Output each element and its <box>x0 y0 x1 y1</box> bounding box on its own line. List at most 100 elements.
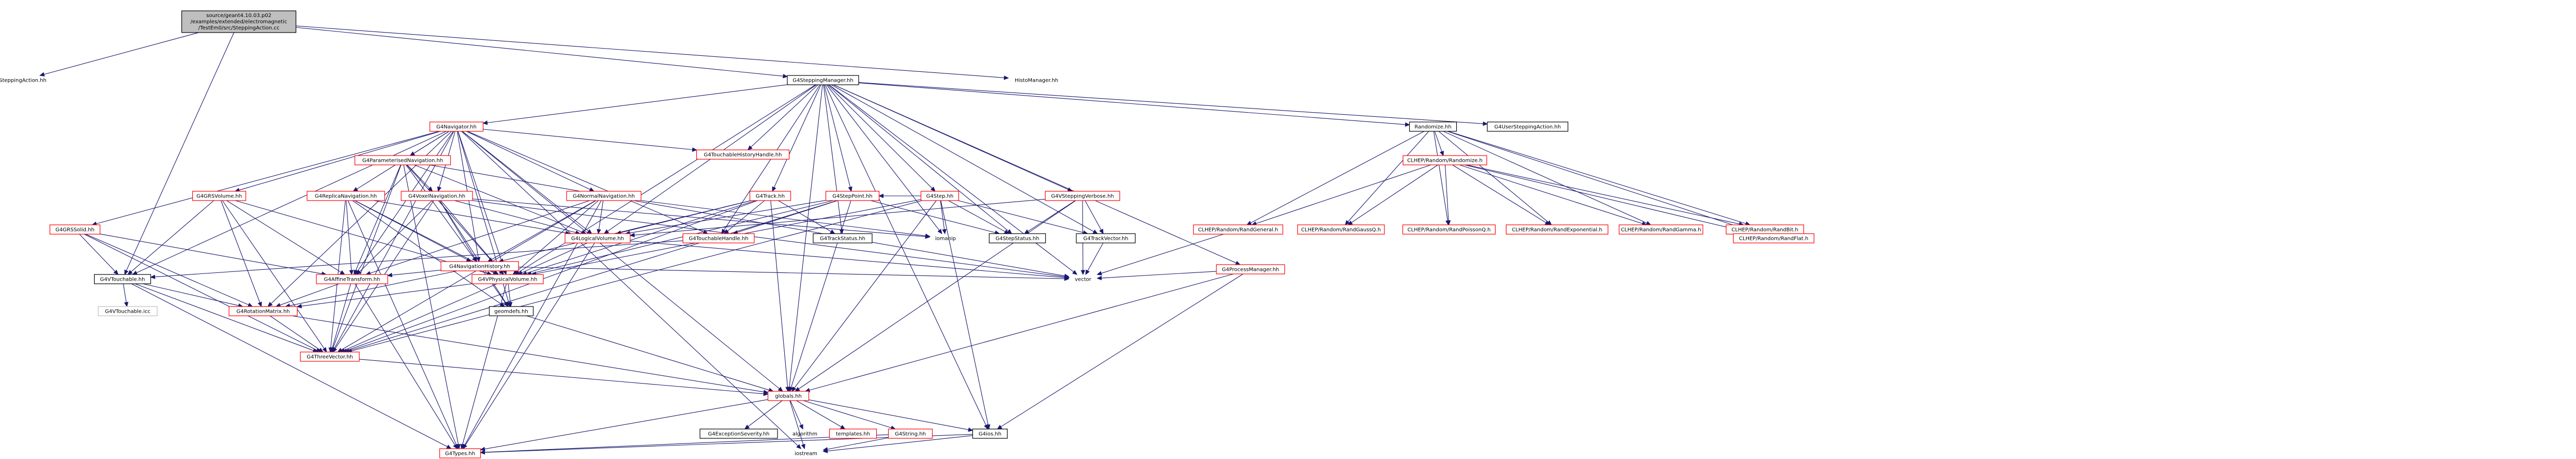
node-g4string-label: G4String.hh <box>895 432 926 437</box>
arrowhead-g4steppingmanager-to-vector <box>1072 270 1078 275</box>
node-root-box <box>181 10 297 33</box>
node-g4track[interactable]: G4Track.hh <box>749 191 791 201</box>
edge-g4step-to-iomanip <box>940 200 945 230</box>
node-g4touchablehistoryhandle[interactable]: G4TouchableHistoryHandle.hh <box>696 149 790 160</box>
edge-g4voxelnavigation-to-g4affinetransform <box>359 200 433 272</box>
edge-randomize-to-clhep_randgamma <box>1443 131 1648 224</box>
node-g4navigator[interactable]: G4Navigator.hh <box>429 121 484 132</box>
node-g4processmanager[interactable]: G4ProcessManager.hh <box>1216 264 1285 274</box>
edge-g4navigator-to-g4affinetransform <box>357 131 454 271</box>
node-g4trackvector[interactable]: G4TrackVector.hh <box>1076 233 1136 243</box>
node-root-label-line: source/geant4.10.03.p02 <box>206 13 271 19</box>
arrowhead-g4step-to-globals <box>791 386 797 392</box>
node-g4string[interactable]: G4String.hh <box>888 429 933 439</box>
node-randomize[interactable]: Randomize.hh <box>1409 121 1457 132</box>
node-g4track-label: G4Track.hh <box>756 194 785 200</box>
node-g4vphysicalvolume[interactable]: G4VPhysicalVolume.hh <box>471 274 544 284</box>
arrowhead-root-to-g4steppingmanager <box>783 73 788 79</box>
node-g4steppoint[interactable]: G4StepPoint.hh <box>825 191 880 201</box>
edge-g4parameterisednavigation-to-g4types <box>403 164 459 445</box>
arrowhead-root-to-steppingaction_hh <box>39 72 45 76</box>
edge-g4parameterisednavigation-to-g4vphysicalvolume <box>406 164 501 272</box>
arrowhead-g4threevector-to-globals <box>763 391 769 396</box>
node-g4ios[interactable]: G4ios.hh <box>972 429 1008 439</box>
node-g4grssolid[interactable]: G4GRSSolid.hh <box>49 224 101 235</box>
node-clhep_randbit[interactable]: CLHEP/Random/RandBit.h <box>1726 224 1804 235</box>
arrowhead-g4normalnavigation-to-g4navigationhistory <box>487 257 493 262</box>
arrowhead-g4navigator-to-g4voxelnavigation <box>437 186 441 192</box>
node-algorithm: algorithm <box>792 432 817 437</box>
edge-randomize-to-clhep_randflat <box>1447 131 1756 233</box>
arrowhead-g4vtouchable-to-g4types <box>446 445 452 449</box>
edge-g4vphysicalvolume-to-g4rotationmatrix <box>301 283 472 307</box>
arrowhead-g4steppingmanager-to-g4processmanager <box>1235 261 1241 265</box>
node-g4types[interactable]: G4Types.hh <box>439 448 481 458</box>
edge-g4steppingmanager-to-g4trackvector <box>831 84 1094 232</box>
node-g4steppingmanager[interactable]: G4SteppingManager.hh <box>787 75 859 85</box>
node-geomdefs[interactable]: geomdefs.hh <box>489 306 534 316</box>
node-clhep_randgamma-label: CLHEP/Random/RandGamma.h <box>1621 227 1701 233</box>
edge-g4normalnavigation-to-g4threevector <box>341 200 596 350</box>
node-g4parameterisednavigation[interactable]: G4ParameterisedNavigation.hh <box>354 155 451 165</box>
arrowhead-g4navigationhistory-to-geomdefs <box>504 301 509 308</box>
node-clhep_randpoissonq[interactable]: CLHEP/Random/RandPoissonQ.h <box>1402 224 1496 235</box>
edge-g4normalnavigation-to-g4logicalvolume <box>598 200 604 230</box>
node-g4navigationhistory[interactable]: G4NavigationHistory.hh <box>440 261 519 271</box>
node-g4stepstatus[interactable]: G4StepStatus.hh <box>988 233 1046 243</box>
arrowhead-g4navigator-to-g4rotationmatrix <box>267 301 273 307</box>
edge-g4navigator-to-g4touchablehistoryhandle <box>483 129 693 150</box>
edge-globals-to-algorithm <box>790 400 802 425</box>
arrowhead-g4grssolid-to-g4rotationmatrix <box>247 302 253 307</box>
edge-g4step-to-g4trackvector <box>958 200 1084 233</box>
node-g4exceptionseverity[interactable]: G4ExceptionSeverity.hh <box>699 429 778 439</box>
node-clhep_randexponential[interactable]: CLHEP/Random/RandExponential.h <box>1505 224 1609 235</box>
node-clhep_randflat-label: CLHEP/Random/RandFlat.h <box>1739 236 1808 242</box>
node-g4trackstatus[interactable]: G4TrackStatus.hh <box>813 233 873 243</box>
node-clhep_randgaussq[interactable]: CLHEP/Random/RandGaussQ.h <box>1297 224 1385 235</box>
node-g4vtouchable[interactable]: G4VTouchable.hh <box>94 274 151 284</box>
edge-clhep_randomize-to-clhep_randflat <box>1464 164 1750 233</box>
node-g4normalnavigation[interactable]: G4NormalNavigation.hh <box>566 191 642 201</box>
node-g4normalnavigation-box <box>566 191 642 201</box>
node-clhep_randgeneral[interactable]: CLHEP/Random/RandGeneral.h <box>1193 224 1284 235</box>
edge-g4gripsvolume-to-g4affinetransform <box>226 200 342 273</box>
node-clhep_randexponential-label: CLHEP/Random/RandExponential.h <box>1512 227 1603 233</box>
node-iomanip-label: iomanip <box>935 236 956 242</box>
edge-g4replicanavigation-to-g4logicalvolume <box>373 200 566 234</box>
arrowhead-randomize-to-clhep_randgeneral <box>1246 221 1252 225</box>
arrowhead-g4vsteppingverbose-to-g4trackvector <box>1099 228 1104 235</box>
node-g4vsteppingverbose[interactable]: G4VSteppingVerbose.hh <box>1045 191 1120 201</box>
node-g4step[interactable]: G4Step.hh <box>920 191 959 201</box>
edge-g4vphysicalvolume-to-g4threevector <box>344 283 497 351</box>
edge-g4step-to-g4stepstatus <box>948 200 1005 232</box>
edge-g4track-to-g4vphysicalvolume <box>526 200 756 274</box>
node-g4voxelnavigation[interactable]: G4VoxelNavigation.hh <box>401 191 473 201</box>
edge-g4affinetransform-to-g4types <box>355 283 455 446</box>
node-clhep_randflat[interactable]: CLHEP/Random/RandFlat.h <box>1733 233 1815 243</box>
arrowhead-g4navigator-to-g4normalnavigation <box>589 187 595 192</box>
node-g4stepstatus-label: G4StepStatus.hh <box>996 236 1040 242</box>
node-geomdefs-box <box>489 306 534 316</box>
node-g4touchablehandle-label: G4TouchableHandle.hh <box>689 236 748 242</box>
node-g4steppingmanager-label: G4SteppingManager.hh <box>792 78 853 84</box>
node-g4logicalvolume[interactable]: G4LogicalVolume.hh <box>565 233 631 243</box>
node-iostream: iostream <box>795 451 817 457</box>
node-globals[interactable]: globals.hh <box>767 391 810 401</box>
node-g4rotationmatrix[interactable]: G4RotationMatrix.hh <box>228 306 298 316</box>
node-g4threevector[interactable]: G4ThreeVector.hh <box>300 351 360 362</box>
node-clhep_randflat-box <box>1733 233 1815 243</box>
edge-g4normalnavigation-to-g4vphysicalvolume <box>516 200 599 272</box>
node-g4processmanager-label: G4ProcessManager.hh <box>1222 267 1279 273</box>
node-g4touchablehandle[interactable]: G4TouchableHandle.hh <box>682 233 755 243</box>
node-g4gripsvolume[interactable]: G4GRSVolume.hh <box>192 191 247 201</box>
node-templates[interactable]: templates.hh <box>829 429 877 439</box>
arrowhead-g4navigator-to-g4replicanavigation <box>353 187 358 192</box>
edge-g4steppingmanager-to-g4track <box>773 84 821 188</box>
node-clhep_randomize[interactable]: CLHEP/Random/Randomize.h <box>1403 155 1487 165</box>
node-g4replicanavigation[interactable]: G4ReplicaNavigation.hh <box>307 191 385 201</box>
node-clhep_randgamma[interactable]: CLHEP/Random/RandGamma.h <box>1619 224 1703 235</box>
arrowhead-g4trackvector-to-vector <box>1085 269 1090 276</box>
node-randomize-label: Randomize.hh <box>1414 125 1451 130</box>
node-g4usersteppingaction[interactable]: G4UserSteppingAction.hh <box>1487 121 1568 132</box>
node-g4affinetransform[interactable]: G4AffineTransform.hh <box>316 274 388 284</box>
